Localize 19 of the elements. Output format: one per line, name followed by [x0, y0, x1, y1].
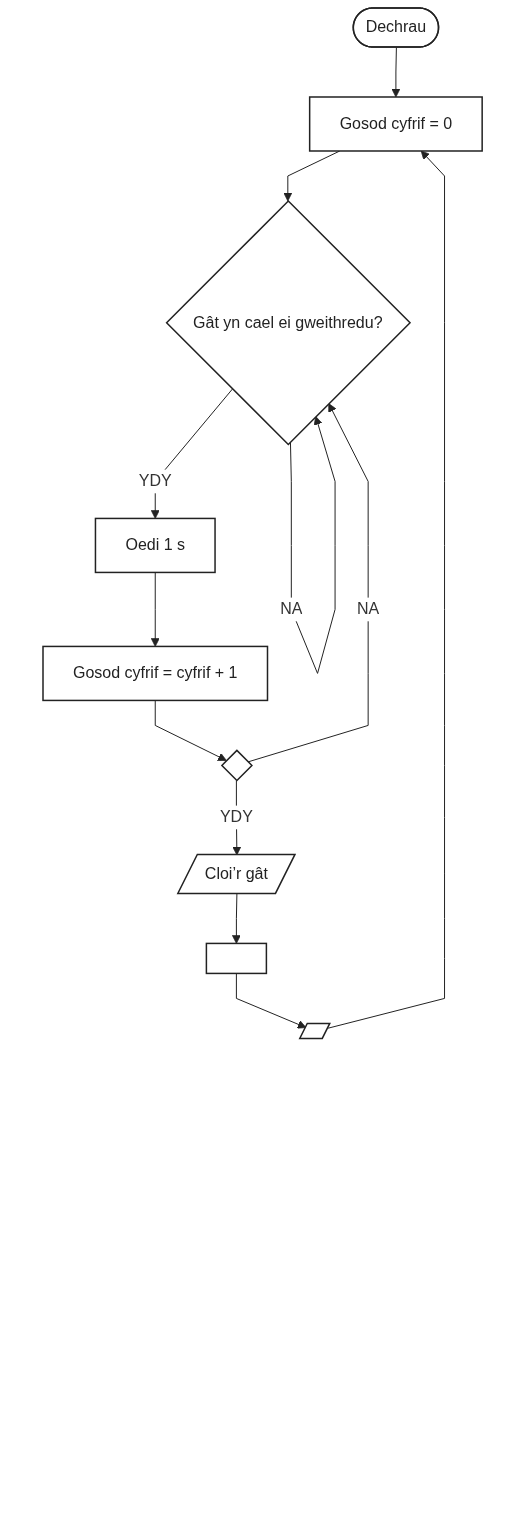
node-box: Oedi 1 s — [95, 517, 217, 574]
edge-label: NA — [357, 600, 380, 618]
node-diamond: Gât yn cael ei gweithredu? — [165, 199, 412, 446]
node-parallelogram — [298, 1022, 332, 1040]
arrow — [290, 416, 336, 674]
arrow — [247, 403, 370, 763]
arrow — [236, 972, 307, 1029]
node-box — [206, 942, 268, 975]
edge-label: YDY — [220, 808, 254, 826]
arrow — [151, 571, 161, 647]
arrow — [391, 47, 401, 98]
node-diamond — [221, 749, 254, 782]
edge-label: YDY — [139, 472, 173, 490]
node-box: Gosod cyfrif = 0 — [309, 96, 484, 152]
arrow — [155, 699, 228, 761]
arrow — [232, 893, 242, 944]
edge-label: NA — [280, 600, 303, 618]
node-box: Gosod cyfrif = cyfrif + 1 — [42, 645, 269, 702]
arrow — [328, 150, 446, 1029]
